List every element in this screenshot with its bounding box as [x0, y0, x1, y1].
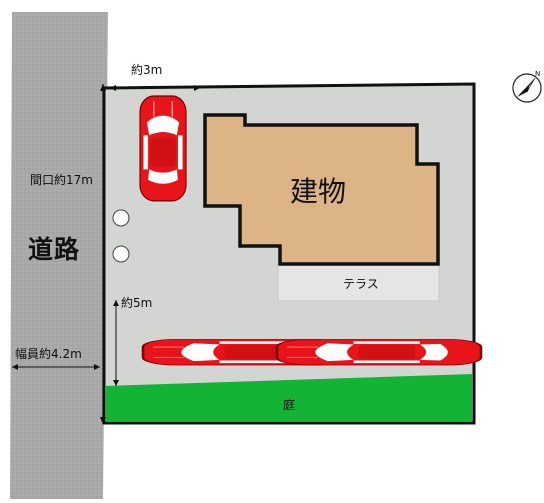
garden — [105, 374, 472, 421]
car-icon — [275, 338, 483, 367]
tree-icon — [112, 245, 130, 263]
compass-icon: N — [512, 70, 542, 103]
frontage-label: 間口約17m — [30, 173, 93, 187]
width-3m-label: 約3m — [131, 63, 163, 77]
terrace-label: テラス — [343, 277, 379, 291]
building — [203, 113, 440, 266]
road-label: 道路 — [28, 235, 81, 264]
garden-label: 庭 — [283, 398, 296, 412]
terrace — [277, 263, 440, 302]
car-icon — [139, 95, 187, 202]
tree-icon — [112, 209, 130, 227]
width-5m-label: 約5m — [121, 296, 153, 310]
road-width-label: 幅員約4.2m — [15, 347, 82, 361]
svg-text:N: N — [535, 70, 540, 78]
road — [10, 12, 108, 499]
building-label: 建物 — [290, 175, 347, 208]
